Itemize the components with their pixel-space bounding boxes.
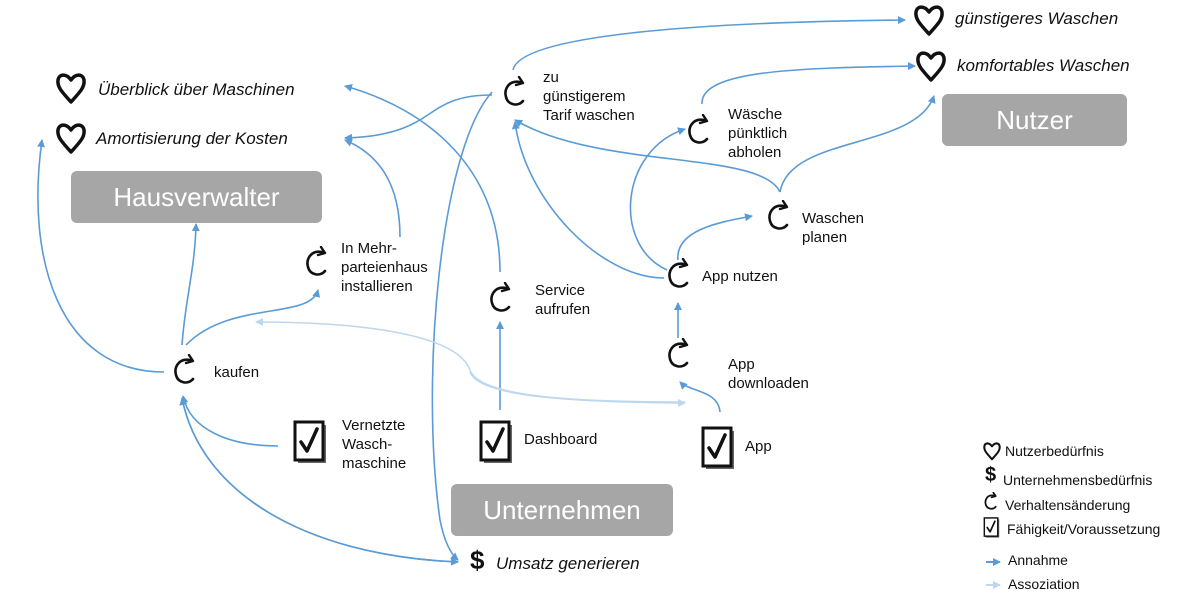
legend-checkbox-icon [983, 517, 1000, 538]
arrow-umsatz-kaufen [179, 397, 459, 563]
arrow-planen-nutzer [779, 95, 936, 193]
capability-maschine-label: Vernetzte Wasch- maschine [342, 417, 407, 472]
checkbox-icon [479, 420, 512, 463]
behaviour-tarif-label: zu günstigerem Tarif waschen [543, 69, 635, 124]
capability-dashboard-label: Dashboard [524, 431, 598, 448]
cycle-icon [504, 76, 525, 106]
arrow-tarif-umsatz [431, 91, 493, 561]
behaviour-service-label: Service aufrufen [535, 282, 591, 318]
stakeholder-nutzer: Nutzer [942, 94, 1127, 146]
cycle-icon [768, 200, 789, 230]
heart-icon [56, 73, 86, 104]
arrow-appnutzen-abholen [629, 127, 686, 271]
need-umsatz: Umsatz generieren [496, 554, 640, 573]
arrow-kaufen-installieren [185, 289, 321, 346]
checkbox-icon [701, 426, 734, 469]
arrow-kaufen-hausverwalter [181, 223, 200, 346]
cycle-icon [668, 258, 689, 288]
arrow-tarif-amortisierung [344, 94, 493, 142]
cycle-icon [688, 114, 709, 144]
behaviour-planen-label: Waschen planen [802, 210, 864, 246]
dollar-icon: $ [470, 545, 485, 575]
association-app-kaufen [255, 318, 686, 403]
need-komfortabel: komfortables Waschen [957, 56, 1130, 75]
need-guenstiger: günstigeres Waschen [955, 9, 1119, 28]
arrow-appnutzen-tarif [511, 121, 665, 279]
arrow-app-download [679, 381, 721, 413]
legend-cycle-icon [984, 492, 997, 510]
heart-icon [914, 5, 944, 36]
need-amortisierung: Amortisierung der Kosten [96, 129, 288, 148]
legend-annahme: Annahme [1008, 552, 1068, 568]
behaviour-app-nutzen-label: App nutzen [702, 268, 778, 285]
arrow-tarif-guenstiger [512, 16, 906, 71]
arrow-abholen-komfortabel [701, 62, 916, 105]
capability-app-label: App [745, 438, 772, 455]
cycle-icon [306, 246, 327, 276]
heart-icon [916, 51, 946, 82]
arrow-maschine-kaufen [180, 395, 279, 447]
legend-verhalten: Verhaltensänderung [1005, 497, 1131, 513]
cycle-icon [490, 282, 511, 312]
arrow-planen-tarif [514, 119, 781, 193]
heart-icon [56, 123, 86, 154]
arrow-appnutzen-planen [677, 213, 753, 261]
cycle-icon [174, 354, 195, 384]
behaviour-abholen-label: Wäsche pünktlich abholen [728, 106, 788, 161]
legend-assoziation: Assoziation [1008, 576, 1080, 592]
stakeholder-unternehmen: Unternehmen [451, 484, 673, 536]
cycle-icon [668, 338, 689, 368]
stakeholder-hausverwalter: Hausverwalter [71, 171, 322, 223]
legend-nutzerbeduerfnis: Nutzerbedürfnis [1005, 443, 1104, 459]
arrow-installieren-amortisierung [344, 139, 401, 238]
behaviour-kaufen-label: kaufen [214, 364, 260, 381]
behaviour-download-label: App downloaden [728, 356, 809, 392]
need-ueberblick: Überblick über Maschinen [98, 80, 295, 99]
checkbox-icon [293, 420, 326, 463]
legend-heart-icon [983, 442, 1001, 461]
arrow-service-ueberblick [344, 84, 501, 273]
legend-dollar-icon: $ [985, 464, 997, 486]
legend-unternehmensbeduerfnis: Unternehmensbedürfnis [1003, 472, 1153, 488]
behaviour-installieren-label: In Mehr- parteienhaus installieren [341, 240, 428, 295]
arrow-kaufen-amortisierung [37, 139, 165, 373]
legend-faehigkeit: Fähigkeit/Voraussetzung [1007, 521, 1161, 537]
association-kaufen-app [469, 371, 686, 407]
